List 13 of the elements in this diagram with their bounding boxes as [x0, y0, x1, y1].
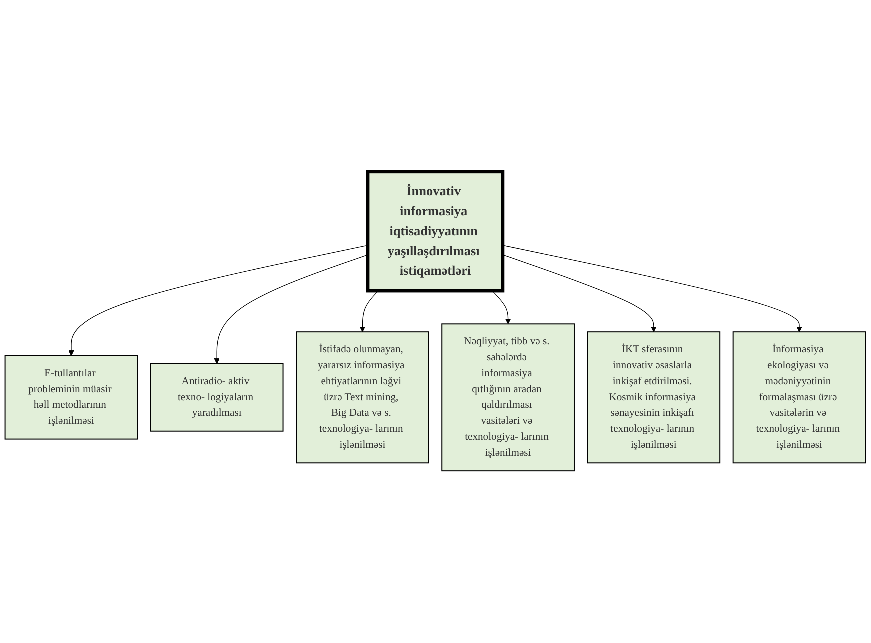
node-box: İnnovativ informasiya iqtisadiyyatının yaşıllaşdırılması istiqamətləri: [366, 170, 505, 293]
arrow: [68, 245, 368, 356]
arrow: [492, 290, 512, 324]
arrow: [214, 254, 368, 364]
node-box: İKT sferasının innovativ əsaslarla inkişaf etdirilməsi. Kosmik informasiya sənayesinin inkişafı texnologiya- larının işlənilməsi: [587, 332, 721, 464]
arrow: [502, 254, 657, 332]
node-box: İnformasiya ekologiyası və mədəniyyətinin formalaşması üzrə vasitələrin və texnologiya- larının işlənilməsi: [732, 332, 866, 464]
arrow: [360, 290, 379, 332]
arrow: [502, 245, 802, 332]
node-box: İstifadə olunmayan, yararsız informasiya ehtiyatlarının ləğvi üzrə Text mining, Big Data və s. texnologiya- larının işlənilməsi: [296, 332, 430, 464]
node-box: Nəqliyyat, tibb və s. sahələrdə informasiya qıtlığının aradan qaldırılması vasitələri və texnologiya- larının işlənilməsi: [442, 324, 575, 472]
node-box: E-tullantılar probleminin müasir həll metodlarının işlənilməsi: [4, 355, 138, 440]
node-box: Antiradio- aktiv texno- logiyaların yaradılması: [150, 363, 284, 432]
